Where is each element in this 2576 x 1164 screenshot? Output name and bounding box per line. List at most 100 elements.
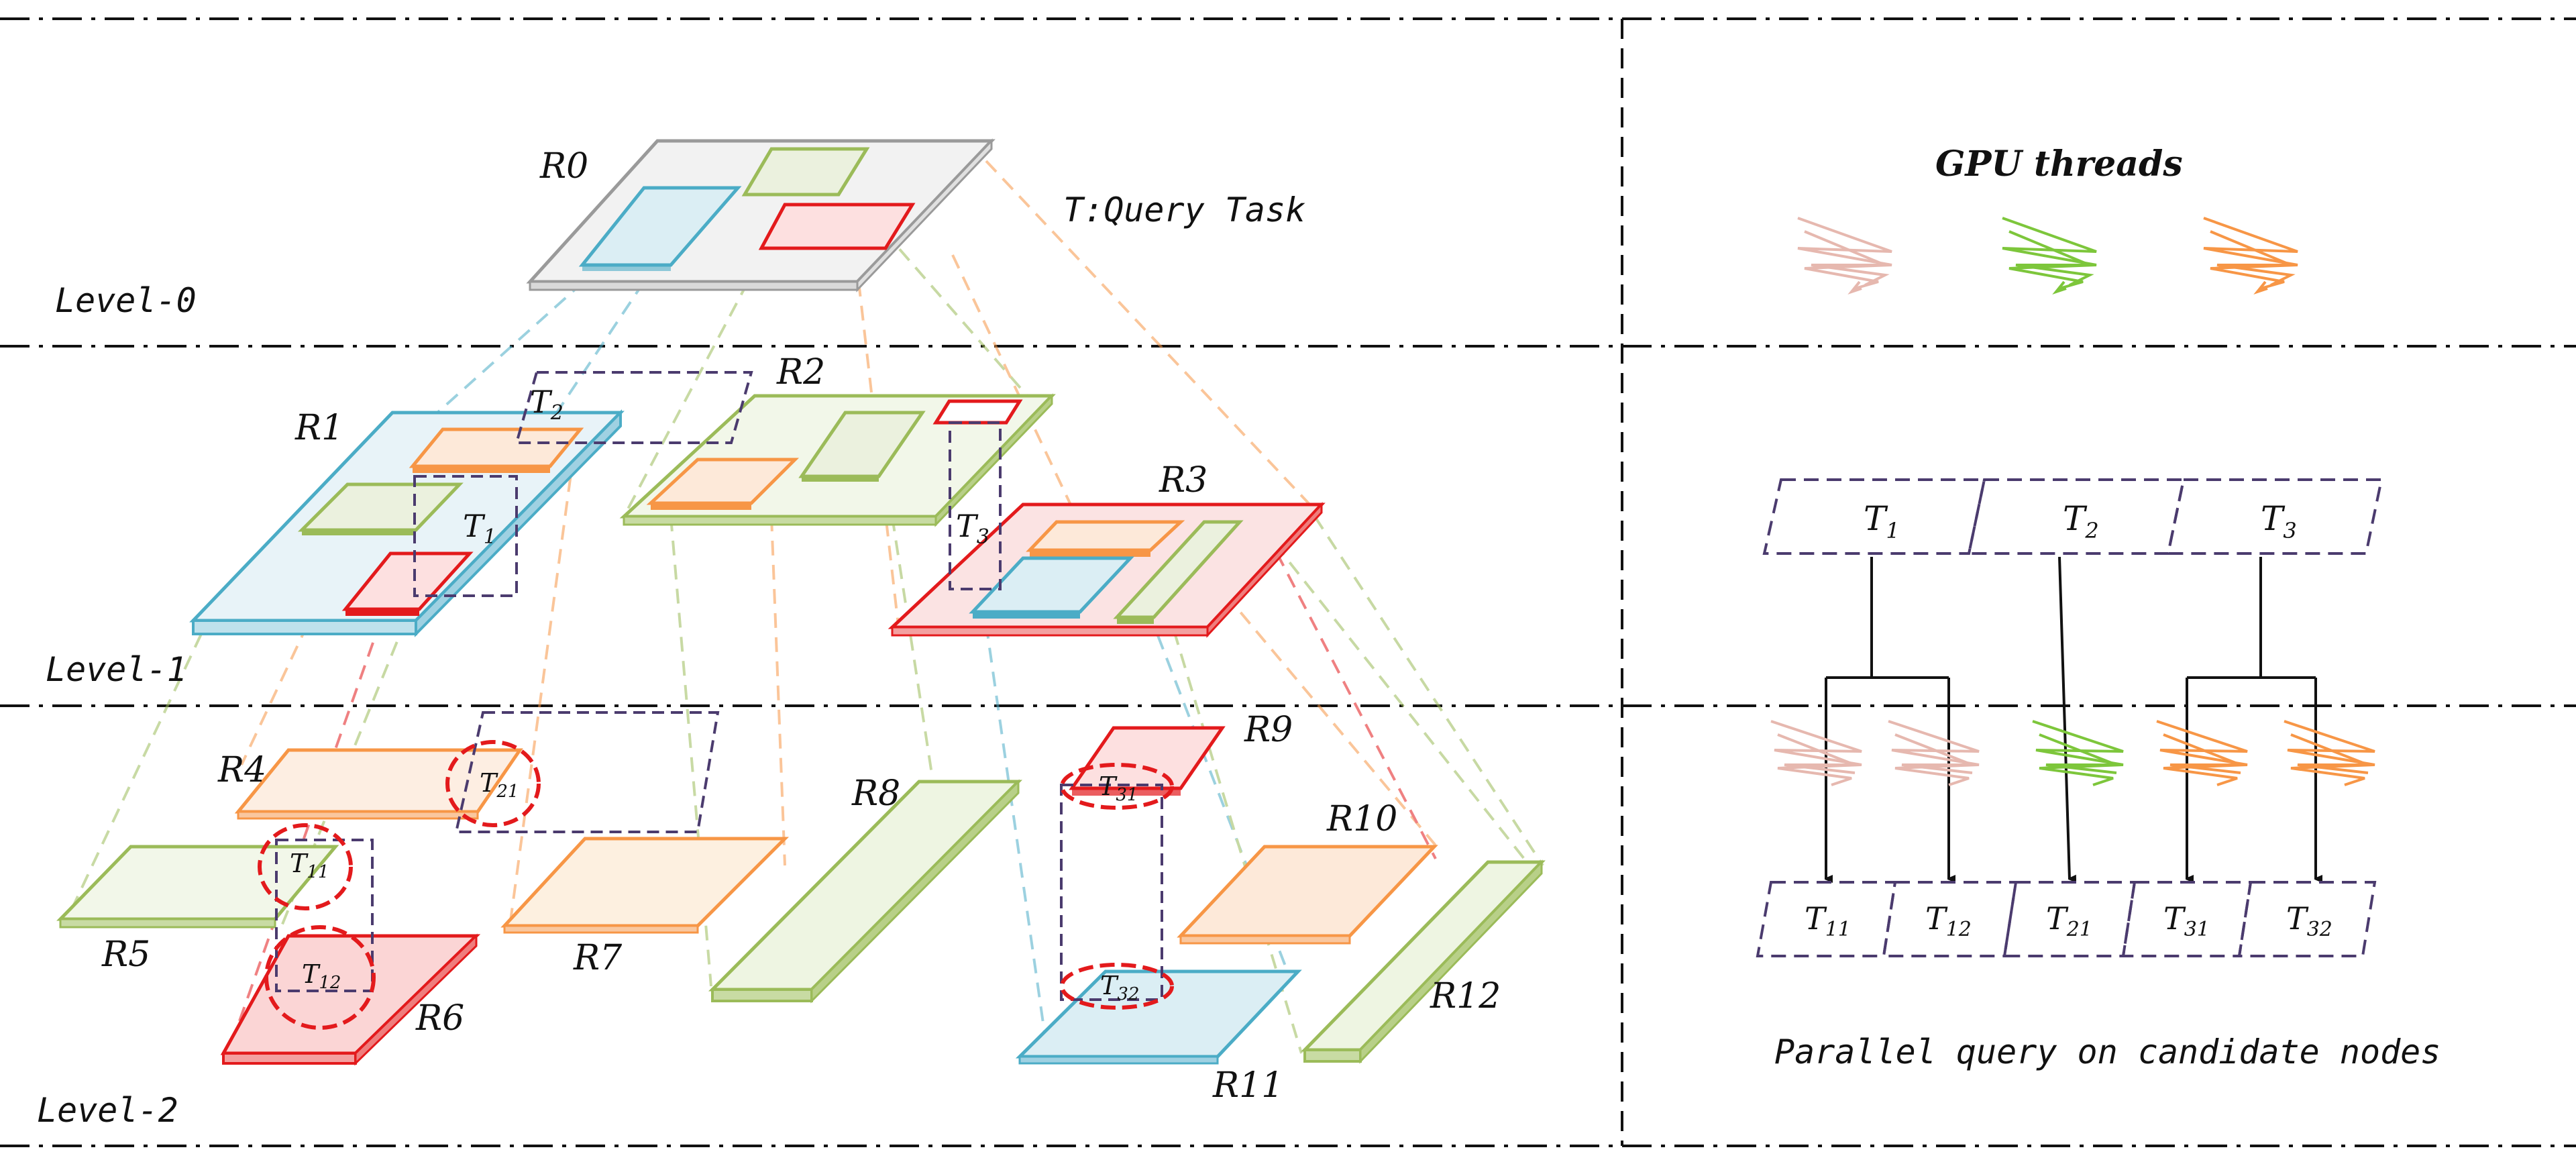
proj-line <box>985 160 1316 511</box>
task-cell-t12 <box>1882 881 2018 957</box>
node-r11: R11 <box>1015 969 1302 1106</box>
gpu-thread-icons <box>1797 217 2298 295</box>
t3-query-box <box>949 421 1002 590</box>
r6-plane-edge <box>222 1052 357 1065</box>
r4-plane <box>234 748 523 814</box>
t21-query-box <box>454 711 720 833</box>
t32-label: T32 <box>1100 971 1139 1004</box>
task-top-t2: T2 <box>2063 499 2099 543</box>
t2-query-box <box>515 371 753 444</box>
task-bottom-t11: T11 <box>1805 900 1851 941</box>
thread-pink-icon <box>1888 720 1980 786</box>
t2-to-t21-arrow <box>2058 556 2070 879</box>
t1-label: T1 <box>463 508 496 549</box>
r2-child-green-edge <box>802 476 879 482</box>
proj-line <box>1273 542 1531 867</box>
r9-plane-edge <box>1072 788 1181 796</box>
r0-child-red <box>758 203 916 250</box>
r1-plane-edge <box>192 619 417 635</box>
gpu-thread-green-icon <box>2002 217 2097 295</box>
r3-plane-side <box>1206 502 1323 638</box>
r4-plane-edge <box>237 810 479 820</box>
node-r4: R4 <box>217 748 523 820</box>
t3x-query-box <box>1060 784 1163 1001</box>
node-r12: R12 <box>1301 859 1546 1064</box>
r2-label: R2 <box>776 352 825 392</box>
r3-child-green-edge <box>1117 617 1154 624</box>
proj-line <box>200 280 585 625</box>
t11-ellipse <box>258 823 353 910</box>
parallel-query-caption: Parallel query on candidate nodes <box>1774 1033 2440 1071</box>
r11-label: R11 <box>1212 1065 1283 1106</box>
task-cell-t11 <box>1756 881 1897 957</box>
t1-query-box <box>413 475 518 597</box>
t3-label: T3 <box>956 508 989 549</box>
t31-label: T31 <box>1099 772 1138 805</box>
t1-branch <box>1826 557 1873 679</box>
r8-plane-edge <box>711 988 813 1002</box>
r1-plane-side <box>415 409 622 637</box>
r3-plane-edge <box>891 626 1209 637</box>
task-row-top <box>1762 478 2383 555</box>
proj-line <box>770 516 786 866</box>
r6-label: R6 <box>415 998 464 1039</box>
r6-plane-side <box>354 933 478 1066</box>
proj-line <box>623 281 749 517</box>
r12-label: R12 <box>1430 976 1501 1016</box>
node-r8: R8 <box>708 774 1023 1004</box>
level-2-label: Level-2 <box>37 1091 178 1130</box>
r3-label: R3 <box>1159 460 1208 500</box>
r9-label: R9 <box>1244 710 1293 750</box>
t21-ellipse <box>445 740 541 827</box>
r8-label: R8 <box>851 774 900 814</box>
gpu-thread-orange-icon <box>2203 217 2298 295</box>
node-r7: R7 <box>500 837 790 978</box>
t2-label: T2 <box>530 384 564 425</box>
r11-plane <box>1015 969 1302 1059</box>
task-top-t1: T1 <box>1864 499 1900 543</box>
node-r0: R0 <box>526 138 996 293</box>
r2-plane-edge <box>623 515 937 526</box>
task-bottom-t21: T21 <box>2046 900 2092 941</box>
task-cell-t2 <box>1967 478 2186 555</box>
t21-label: T21 <box>480 768 519 802</box>
r1-child-orange <box>409 427 584 468</box>
r3-child-orange-edge <box>1030 550 1150 557</box>
r10-plane-edge <box>1179 935 1351 945</box>
proj-line <box>1313 515 1544 867</box>
task-tree-connectors <box>1825 556 2316 879</box>
node-r1: R1 <box>189 408 625 637</box>
task-bottom-t31: T31 <box>2163 900 2210 941</box>
tree-thread-icons <box>1770 720 2375 786</box>
r1-child-orange-edge <box>413 466 550 473</box>
t11-label: T11 <box>290 849 329 882</box>
thread-orange-icon <box>2284 720 2375 786</box>
node-r2: R2 <box>619 352 1056 527</box>
proj-line <box>66 633 203 920</box>
query-boxes-level1 <box>413 371 1002 597</box>
thread-pink-icon <box>1770 720 1862 786</box>
t1x-query-box <box>275 839 374 992</box>
proj-line <box>851 193 1034 404</box>
r2-child-red <box>932 399 1023 425</box>
r11-plane-edge <box>1018 1055 1219 1065</box>
r7-plane-edge <box>503 924 699 934</box>
task-top-t3: T3 <box>2261 499 2297 543</box>
r4-label: R4 <box>217 750 266 790</box>
r1-child-green-edge <box>302 530 416 535</box>
query-boxes-level2 <box>275 711 1163 1001</box>
t12-label: T12 <box>302 959 341 993</box>
node-r6: R6 <box>220 933 481 1066</box>
candidate-ellipses <box>258 740 1174 1030</box>
r0-child-blue-edge <box>582 265 671 271</box>
t12-ellipse <box>264 925 376 1030</box>
t31-ellipse <box>1060 763 1174 810</box>
r7-label: R7 <box>573 938 623 978</box>
t32-ellipse <box>1060 963 1174 1010</box>
r10-plane <box>1177 845 1438 938</box>
task-cell-t32 <box>2237 881 2377 957</box>
r12-plane-side <box>1359 859 1543 1064</box>
r10-label: R10 <box>1326 799 1397 839</box>
r0-child-green <box>741 147 870 197</box>
